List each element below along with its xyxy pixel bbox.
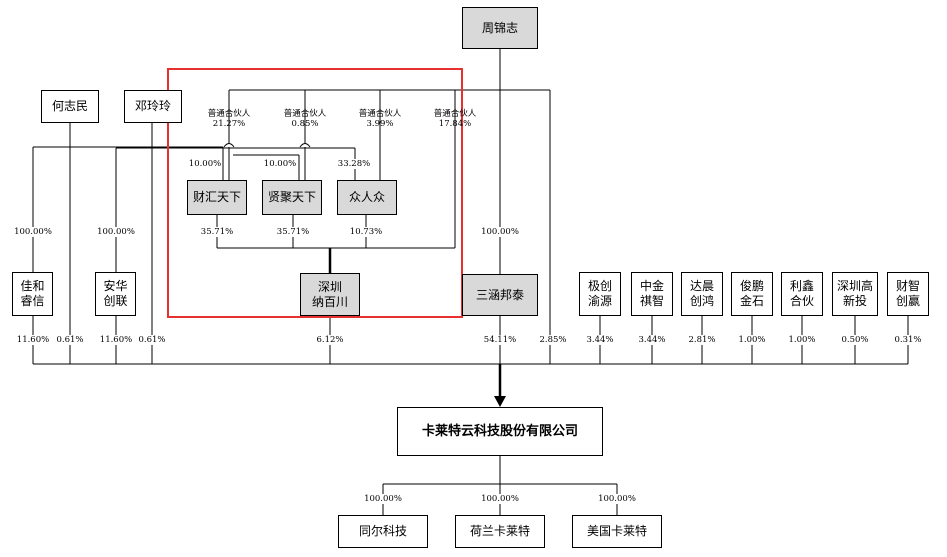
pct-xianju-nabaichuan: 35.71% [276, 227, 310, 237]
pct-company-meiguo: 100.00% [598, 494, 636, 504]
pct-junpeng-company: 1.00% [738, 335, 766, 345]
entity-zhou-jinzhi: 周锦志 [462, 7, 538, 49]
pct-szgx-company: 0.50% [841, 335, 869, 345]
pct-zhongren-nabaichuan: 10.73% [349, 227, 383, 237]
entity-lixin-hehuo: 利鑫 合伙 [781, 272, 823, 316]
entity-he-zhimin: 何志民 [41, 90, 99, 123]
pct-company-tonger: 100.00% [364, 494, 402, 504]
pct-jichuang-company: 3.44% [586, 335, 614, 345]
pct-deng-anhua: 100.00% [97, 227, 135, 237]
pct-he-caihui: 10.00% [188, 159, 222, 169]
pct-zhou-company: 2.85% [539, 335, 567, 345]
pct-deng-company: 0.61% [138, 335, 166, 345]
pct-zhongjin-company: 3.44% [638, 335, 666, 345]
pct-jiahe-company: 11.60% [16, 335, 50, 345]
pct-zhou-sanhan: 100.00% [481, 227, 519, 237]
pct-he-jiahe: 100.00% [14, 227, 52, 237]
entity-zhongjin-qizhi: 中金 祺智 [631, 272, 673, 316]
entity-meiguo-kalaite: 美国卡莱特 [572, 515, 662, 548]
entity-deng-lingling: 邓玲玲 [124, 90, 182, 123]
entity-xianju-tianxia: 贤聚天下 [262, 180, 322, 215]
pct-he-xianju: 10.00% [263, 159, 297, 169]
gp-label-zhongren: 普通合伙人 3.99% [358, 109, 402, 129]
entity-caihui-tianxia: 财汇天下 [187, 180, 247, 215]
gp-label-xianju: 普通合伙人 0.85% [283, 109, 327, 129]
entity-tonger-keji: 同尔科技 [338, 515, 428, 548]
entity-shenzhen-nabaichuan: 深圳 纳百川 [300, 273, 360, 316]
entity-junpeng-jinshi: 俊鹏 金石 [731, 272, 773, 316]
entity-jiahe-ruixin: 佳和 睿信 [12, 272, 53, 316]
pct-lixin-company: 1.00% [788, 335, 816, 345]
pct-nabaichuan-company: 6.12% [316, 335, 344, 345]
entity-sanhan-bangtai: 三涵邦泰 [462, 274, 538, 316]
gp-label-nabaichuan: 普通合伙人 17.84% [433, 109, 477, 129]
entity-jichuang-yuyuan: 极创 渝源 [579, 272, 621, 316]
pct-sanhan-company: 54.11% [483, 335, 517, 345]
entity-zhongrenzhong: 众人众 [337, 180, 397, 215]
pct-caihui-nabaichuan: 35.71% [200, 227, 234, 237]
pct-dachen-company: 2.81% [688, 335, 716, 345]
entity-anhua-chuanglian: 安华 创联 [95, 272, 136, 316]
entity-helan-kalaite: 荷兰卡莱特 [455, 515, 545, 548]
entity-shenzhen-gaoxintou: 深圳高 新投 [832, 272, 878, 316]
pct-anhua-company: 11.60% [99, 335, 133, 345]
gp-label-caihui: 普通合伙人 21.27% [207, 109, 251, 129]
entity-caizhi-chuangying: 财智 创赢 [887, 272, 929, 316]
entity-kalaite-company: 卡莱特云科技股份有限公司 [397, 407, 603, 456]
pct-deng-zhongren: 33.28% [337, 159, 371, 169]
entity-dachen-chuanghong: 达晨 创鸿 [681, 272, 723, 316]
pct-caizhi-company: 0.31% [894, 335, 922, 345]
pct-company-helan: 100.00% [481, 494, 519, 504]
pct-he-company: 0.61% [56, 335, 84, 345]
